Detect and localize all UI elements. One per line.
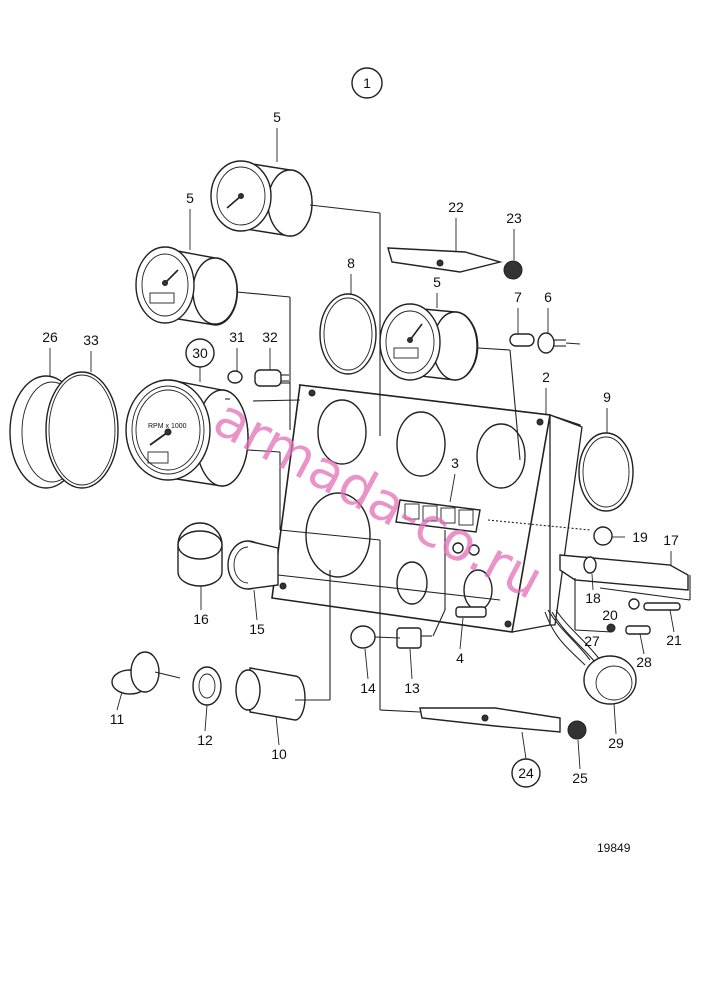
callout-13: 13 [404, 680, 420, 696]
connector-29 [583, 655, 637, 705]
callout-19: 19 [632, 529, 648, 545]
light-strip-17 [559, 554, 689, 591]
nut-18 [583, 556, 597, 574]
reference-number: 19849 [597, 841, 631, 855]
group-number: 1 [363, 75, 371, 91]
tachometer-face-label: RPM x 1000 [148, 423, 187, 430]
callout-7: 7 [514, 289, 522, 305]
callout-15: 15 [249, 621, 265, 637]
callout-5-middle: 5 [433, 274, 441, 290]
callout-16: 16 [193, 611, 209, 627]
callout-21: 21 [666, 632, 682, 648]
callout-6: 6 [544, 289, 552, 305]
washer-27 [606, 623, 616, 633]
callout-18: 18 [585, 590, 601, 606]
callout-10: 10 [271, 746, 287, 762]
callout-27: 27 [584, 633, 600, 649]
knob-23 [503, 260, 523, 280]
gauge-ring-9 [578, 432, 634, 512]
callout-5-top: 5 [273, 109, 281, 125]
callout-leaders [49, 128, 675, 770]
screw-4 [455, 606, 487, 618]
callout-14: 14 [360, 680, 376, 696]
callout-17: 17 [663, 532, 679, 548]
callout-25: 25 [572, 770, 588, 786]
assembly-lines [225, 204, 691, 713]
gauge-ring-8 [319, 293, 377, 375]
callout-5-left: 5 [186, 190, 194, 206]
seal-ring [45, 371, 119, 489]
ignition-switch-10 [235, 667, 306, 721]
callout-3: 3 [451, 455, 459, 471]
screw-28 [625, 625, 651, 635]
bulb-7 [509, 333, 535, 347]
callout-24: 24 [518, 765, 534, 781]
callout-12: 12 [197, 732, 213, 748]
callout-26: 26 [42, 329, 58, 345]
callout-29: 29 [608, 735, 624, 751]
washer-20 [628, 598, 640, 610]
callout-28: 28 [636, 654, 652, 670]
bulb-holder-6 [537, 332, 566, 354]
cap-16 [177, 522, 223, 587]
callout-20: 20 [602, 607, 618, 623]
bracket-22 [387, 247, 503, 273]
bulb-19 [593, 526, 613, 546]
callouts: 5 5 5 22 23 8 7 6 26 33 31 32 30 2 9 3 1… [42, 109, 682, 788]
callout-30: 30 [192, 345, 208, 361]
buzzer-15 [227, 540, 279, 590]
group-number-badge: 1 [351, 67, 383, 99]
nut-12 [192, 666, 222, 706]
gauge-middle [379, 303, 479, 381]
callout-9: 9 [603, 389, 611, 405]
callout-4: 4 [456, 650, 464, 666]
callout-31: 31 [229, 329, 245, 345]
callout-8: 8 [347, 255, 355, 271]
bulb-holder-32 [254, 369, 289, 387]
callout-33: 33 [83, 332, 99, 348]
callout-2: 2 [542, 369, 550, 385]
instrument-panel [271, 384, 601, 666]
callout-32: 32 [262, 329, 278, 345]
bracket-24 [419, 707, 561, 733]
callout-22: 22 [448, 199, 464, 215]
screw-21 [643, 602, 681, 611]
button-14 [350, 625, 376, 649]
gauge-left [135, 246, 239, 326]
switch-13 [396, 627, 432, 649]
callout-23: 23 [506, 210, 522, 226]
gauge-top [210, 160, 313, 237]
bulb-31 [227, 370, 243, 384]
tachometer: RPM x 1000 [125, 379, 249, 487]
callout-11: 11 [110, 711, 125, 727]
key-11 [111, 651, 181, 695]
knob-25 [567, 720, 587, 740]
